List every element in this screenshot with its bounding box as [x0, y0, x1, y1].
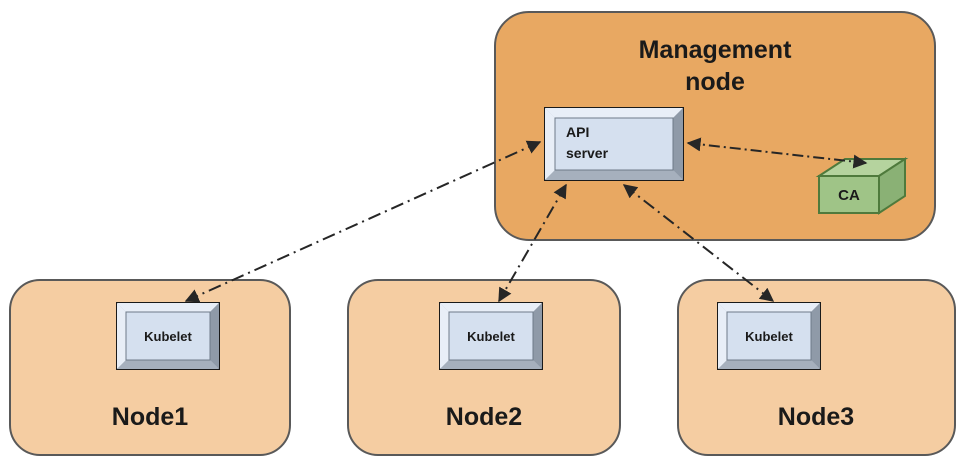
connector-api-server-to-node2-kubelet [498, 183, 567, 303]
management-node-label-line1: Management [639, 36, 792, 64]
node1-kubelet-bevel-bottom [117, 360, 219, 369]
api-server-label-line1: API [566, 124, 589, 140]
node2-kubelet-box[interactable]: Kubelet [439, 302, 543, 370]
node1-kubelet-bevel-top [117, 303, 219, 312]
node3-label: Node3 [778, 403, 854, 431]
api-server-bevel-right [673, 108, 683, 180]
node3-kubelet-bevel-top [718, 303, 820, 312]
node1-kubelet-bevel-left [117, 303, 126, 369]
connector-api-server-to-node1-kubelet [184, 140, 542, 303]
node1-kubelet-panel [125, 311, 211, 361]
connector-line-api-node3 [622, 184, 775, 302]
node2-kubelet-bevel-top [440, 303, 542, 312]
node2-kubelet-panel [448, 311, 534, 361]
api-server-box[interactable]: API server [544, 107, 684, 181]
node2-label: Node2 [446, 403, 522, 431]
connector-line-api-node1 [184, 140, 542, 303]
node3-kubelet-bevel-right [811, 303, 820, 369]
node1-kubelet-bevel-right [210, 303, 219, 369]
node2-kubelet-bevel-bottom [440, 360, 542, 369]
node3-kubelet-bevel-left [718, 303, 727, 369]
node2-kubelet-bevel-right [533, 303, 542, 369]
node1-kubelet-box[interactable]: Kubelet [116, 302, 220, 370]
api-server-label-line2: server [566, 145, 609, 161]
api-server-bevel-bottom [545, 170, 683, 180]
connector-api-server-to-node3-kubelet [622, 184, 775, 302]
node2-kubelet-bevel-left [440, 303, 449, 369]
api-server-panel [554, 117, 674, 171]
node3-kubelet-box[interactable]: Kubelet [717, 302, 821, 370]
ca-box[interactable]: CA [815, 157, 909, 215]
worker-node-node3[interactable]: Node3 Kubelet [677, 279, 956, 456]
node1-kubelet-label: Kubelet [144, 329, 192, 344]
node3-kubelet-bevel-bottom [718, 360, 820, 369]
api-server-bevel-left [545, 108, 555, 180]
connector-api-server-to-ca [686, 137, 868, 169]
node3-kubelet-panel [726, 311, 812, 361]
node1-label: Node1 [112, 403, 189, 431]
node2-kubelet-label: Kubelet [467, 329, 515, 344]
connector-line-api-node2 [498, 183, 567, 303]
ca-label: CA [838, 187, 860, 204]
node3-kubelet-label: Kubelet [745, 329, 793, 344]
worker-node-node2[interactable]: Node2 Kubelet [347, 279, 621, 456]
ca-front-face [818, 175, 880, 214]
management-node-label-line2: node [685, 68, 745, 96]
api-server-bevel-top [545, 108, 683, 118]
connector-line-api-ca [686, 137, 868, 169]
worker-node-node1[interactable]: Node1 Kubelet [9, 279, 291, 456]
